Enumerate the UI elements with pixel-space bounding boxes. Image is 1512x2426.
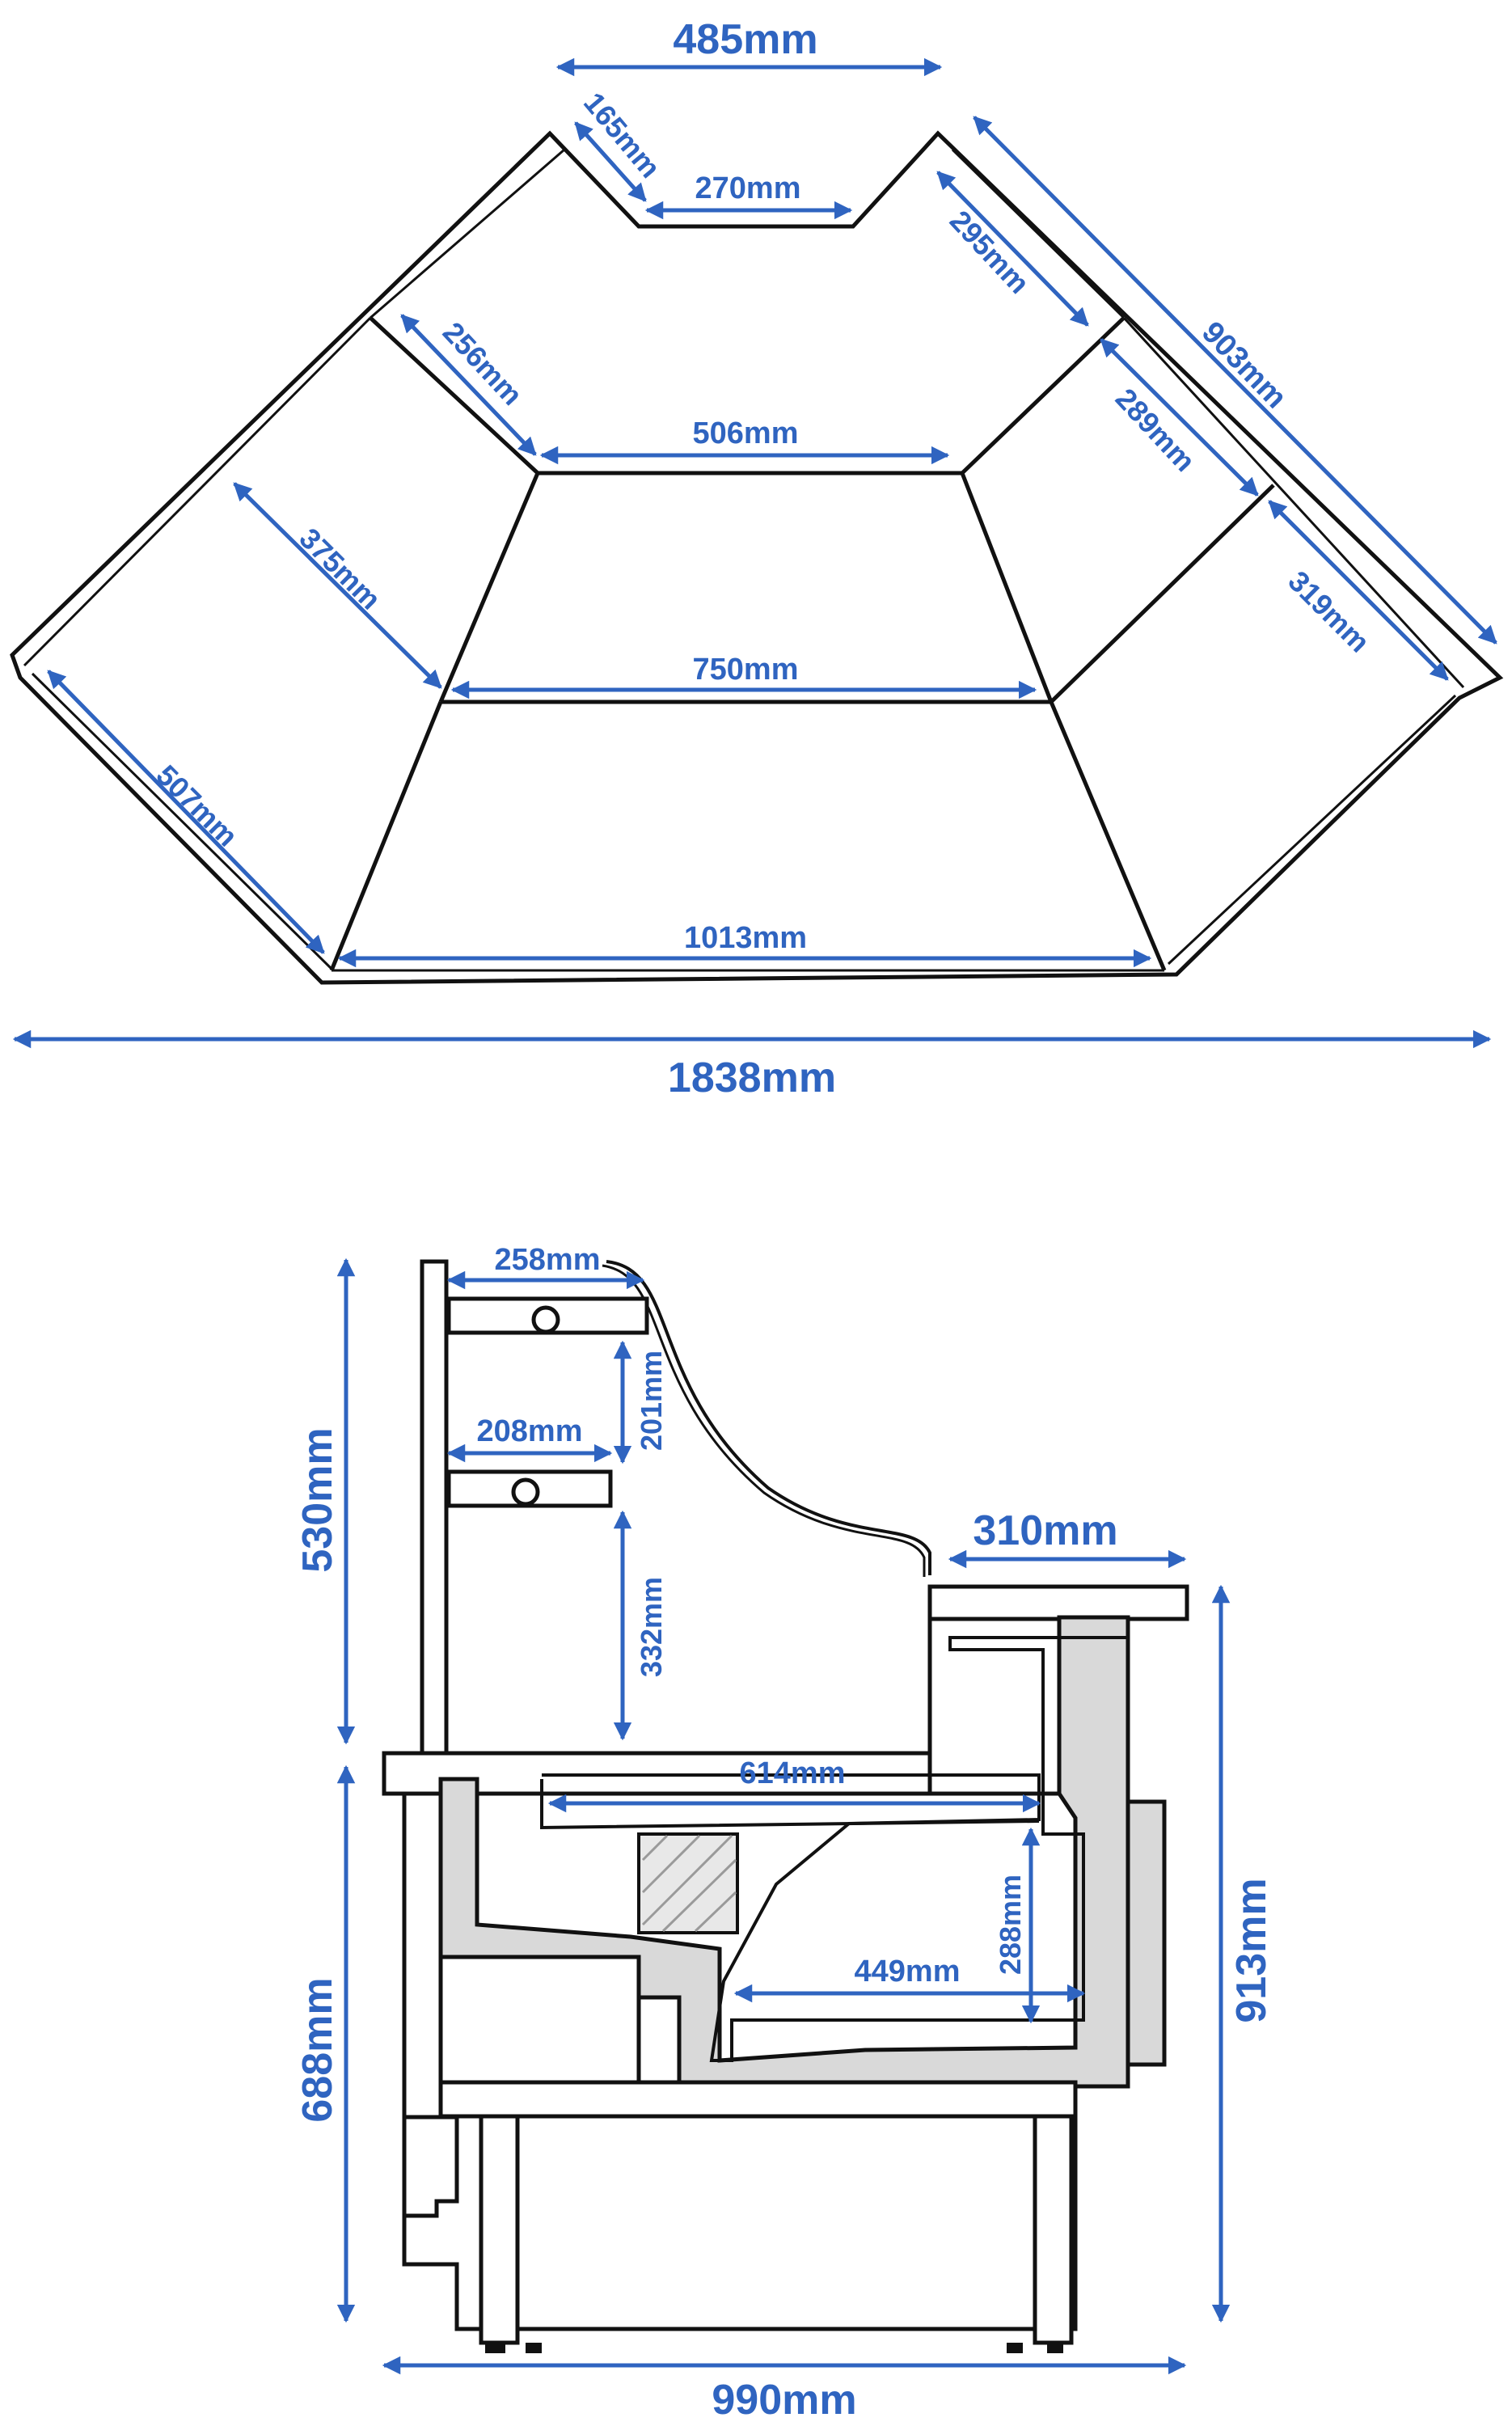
dim-label-258: 258mm — [495, 1243, 601, 1277]
hatch-pattern — [641, 1834, 737, 1933]
top-view-outline — [10, 130, 1504, 985]
dim-label-1838: 1838mm — [668, 1055, 836, 1101]
side-view: 258mm 201mm 208mm 530mm 332mm 310mm 614m… — [294, 1243, 1275, 2424]
dim-label-270: 270mm — [695, 171, 801, 205]
dim-label-208: 208mm — [477, 1414, 583, 1448]
top-view-dimension-labels: 485mm 165mm 270mm 295mm 903mm 256mm 506m… — [150, 16, 1376, 1101]
dim-label-332: 332mm — [635, 1577, 668, 1677]
dim-label-165: 165mm — [577, 86, 667, 184]
dim-label-201: 201mm — [635, 1350, 668, 1451]
top-view-dimension-arrows — [12, 57, 1497, 1049]
side-view-dimension-arrows — [336, 1257, 1231, 2375]
dim-label-485: 485mm — [673, 16, 817, 63]
dim-label-530: 530mm — [294, 1427, 341, 1572]
dim-label-990: 990mm — [712, 2377, 856, 2424]
dim-label-750: 750mm — [693, 653, 799, 687]
side-view-structure — [382, 1259, 1189, 2353]
dim-label-1013: 1013mm — [684, 921, 807, 955]
dim-label-310: 310mm — [973, 1507, 1117, 1554]
top-view: 485mm 165mm 270mm 295mm 903mm 256mm 506m… — [10, 16, 1504, 1101]
dim-label-375: 375mm — [293, 522, 387, 616]
dim-label-688: 688mm — [294, 1977, 341, 2122]
side-view-dimension-labels: 258mm 201mm 208mm 530mm 332mm 310mm 614m… — [294, 1243, 1275, 2424]
dim-label-903: 903mm — [1195, 315, 1293, 415]
dim-label-614: 614mm — [740, 1756, 846, 1790]
dim-label-288: 288mm — [994, 1874, 1027, 1975]
dim-label-507: 507mm — [150, 759, 244, 853]
dim-label-449: 449mm — [855, 1955, 961, 1989]
dim-label-913: 913mm — [1228, 1878, 1275, 2022]
dim-label-506: 506mm — [693, 416, 799, 450]
